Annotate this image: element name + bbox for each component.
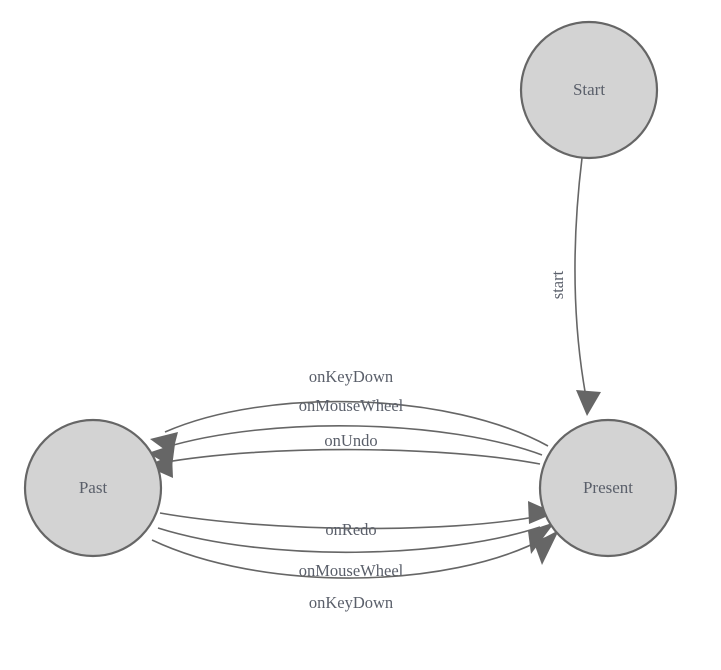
- edge-label: onMouseWheel: [299, 561, 404, 580]
- edge-e-present-past-2: onMouseWheel: [148, 396, 543, 467]
- node-label: Start: [573, 80, 605, 99]
- edge-label: onMouseWheel: [299, 396, 404, 415]
- edge-label: onKeyDown: [309, 367, 393, 386]
- arrowhead-icon: [528, 501, 555, 524]
- edge-line: [160, 448, 541, 465]
- edge-e-past-present-2: onMouseWheel: [157, 522, 555, 580]
- edge-label: onKeyDown: [309, 593, 393, 612]
- edge-line: [574, 157, 587, 398]
- edge-line: [159, 512, 541, 530]
- node-start[interactable]: Start: [519, 20, 659, 160]
- edge-line: [162, 425, 543, 456]
- node-past[interactable]: Past: [23, 418, 163, 558]
- edge-label: onRedo: [325, 520, 376, 539]
- edge-label: onUndo: [324, 431, 377, 450]
- edge-e-present-past-3: onUndo: [146, 431, 541, 478]
- edge-line: [164, 400, 549, 447]
- node-circle[interactable]: [538, 418, 678, 558]
- node-label: Present: [583, 478, 633, 497]
- arrowhead-icon: [534, 530, 559, 565]
- edge-e-past-present-3: onKeyDown: [151, 530, 559, 612]
- edge-e-past-present-1: onRedo: [159, 501, 555, 539]
- edge-line: [151, 537, 546, 579]
- edge-line: [157, 526, 541, 554]
- edge-e-start: start: [548, 157, 601, 416]
- node-label: Past: [79, 478, 108, 497]
- edge-label: start: [548, 270, 567, 299]
- arrowhead-icon: [146, 455, 173, 478]
- arrowhead-icon: [576, 390, 601, 416]
- node-circle[interactable]: [519, 20, 659, 160]
- edges-layer: start onKeyDown onMouseWheel onUndo onRedo on…: [146, 157, 601, 612]
- node-present[interactable]: Present: [538, 418, 678, 558]
- node-circle[interactable]: [23, 418, 163, 558]
- arrowhead-icon: [528, 522, 555, 554]
